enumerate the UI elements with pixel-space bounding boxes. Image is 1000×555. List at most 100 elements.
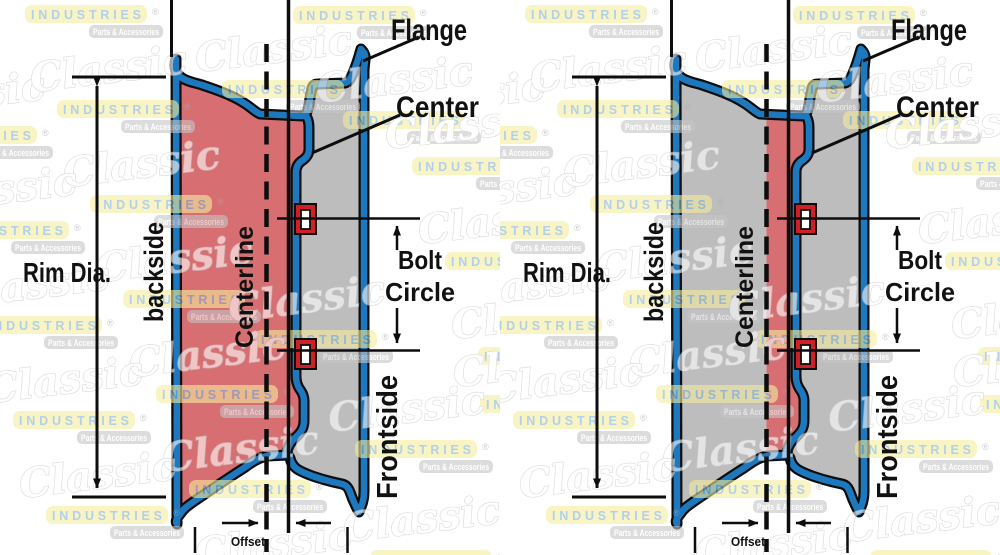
- watermark-industries-badge: [722, 80, 844, 98]
- watermark-industries-badge: [25, 5, 147, 23]
- watermark-industries-badge: [557, 100, 679, 118]
- watermark-tagline-badge: [621, 120, 695, 133]
- watermark-tagline-text: Parts & Accessories: [361, 28, 427, 38]
- watermark-tagline-badge: [976, 177, 1000, 190]
- watermark-tagline-text: Parts & Accessories: [581, 433, 647, 443]
- watermark-industries-text: INDUSTRIES: [0, 319, 96, 333]
- watermark-registered-mark: ®: [816, 482, 823, 492]
- centerline-label: Centerline: [231, 226, 259, 348]
- watermark-registered-mark: ®: [420, 8, 427, 18]
- dimension-lines: [572, 0, 920, 553]
- watermark-registered-mark: ®: [316, 482, 323, 492]
- watermark-tagline-text: Parts & Accessories: [593, 27, 659, 37]
- watermark-tagline-badge: [476, 177, 500, 190]
- watermark-registered-mark: ®: [652, 7, 659, 17]
- watermark-tagline-badge: [500, 146, 553, 159]
- center-disc-band: [283, 110, 313, 453]
- watermark-tagline-text: Parts & Accessories: [290, 102, 356, 112]
- watermark-industries-badge: [656, 385, 778, 403]
- watermark-industries-text: INDUSTRIES: [918, 160, 1000, 174]
- watermark-registered-mark: ®: [140, 413, 147, 423]
- watermark-tagline-badge: [220, 405, 294, 418]
- watermark-registered-mark: ®: [640, 413, 647, 423]
- watermark-industries-text: INDUSTRIES: [951, 255, 1000, 269]
- watermark-industries-badge: [480, 395, 500, 413]
- watermark-tagline-text: Parts & Accessories: [500, 148, 549, 158]
- watermark-industries-badge: [445, 252, 500, 270]
- rim-dia-label: Rim Dia.: [23, 257, 111, 288]
- watermark-industries-badge: [978, 347, 1000, 365]
- watermark-registered-mark: ®: [173, 508, 180, 518]
- watermark-tagline-badge: [610, 526, 684, 539]
- watermark-industries-badge: [156, 385, 278, 403]
- frontside-label: Frontside: [372, 375, 404, 499]
- watermark-tagline-text: Parts & Accessories: [81, 433, 147, 443]
- watermark-industries-badge: [623, 290, 745, 308]
- backside-label: backside: [139, 222, 169, 322]
- watermark-registered-mark: ®: [997, 552, 1000, 555]
- rim-dia-label: Rim Dia.: [523, 257, 611, 288]
- watermark-industries-badge: [500, 221, 569, 239]
- watermark-industries-badge: [189, 480, 311, 498]
- watermark-industries-badge: [0, 316, 102, 334]
- lug-slot-bottom: [300, 344, 311, 365]
- watermark-tagline-text: Parts & Accessories: [423, 462, 489, 472]
- bolt-label: Bolt: [398, 245, 442, 275]
- watermark-industries-badge: [689, 480, 811, 498]
- watermark-tagline-text: Parts & Accessories: [224, 407, 290, 417]
- watermark-tagline-badge: [511, 241, 585, 254]
- watermark-industries-badge: [123, 290, 245, 308]
- watermark-registered-mark: ®: [283, 387, 290, 397]
- watermark-industries-badge: [343, 111, 465, 129]
- watermark-classic-script: Classic: [225, 266, 387, 332]
- watermark-tagline-badge: [187, 310, 261, 323]
- watermark-industries-badge: [0, 126, 37, 144]
- watermark-industries-badge: [912, 157, 1000, 175]
- watermark-registered-mark: ®: [107, 318, 114, 328]
- watermark-industries-text: INDUSTRIES: [418, 160, 500, 174]
- flange-label: Flange: [891, 14, 967, 47]
- watermark-registered-mark: ®: [849, 82, 856, 92]
- watermark-industries-badge: [525, 5, 647, 23]
- watermark-registered-mark: ®: [152, 7, 159, 17]
- watermark-tagline-text: Parts & Accessories: [515, 243, 581, 253]
- watermark-industries-badge: [980, 395, 1000, 413]
- watermark-registered-mark: ®: [783, 387, 790, 397]
- watermark-tagline-text: Parts & Accessories: [823, 352, 889, 362]
- watermark-registered-mark: ®: [607, 318, 614, 328]
- watermark-tagline-badge: [819, 350, 893, 363]
- watermark-industries-badge: [870, 550, 992, 555]
- watermark-industries-badge: [793, 6, 915, 24]
- watermark-industries-badge: [843, 111, 965, 129]
- watermark-tagline-badge: [786, 100, 860, 113]
- watermark-tagline-badge: [110, 526, 184, 539]
- watermark-tagline-text: Parts & Accessories: [861, 28, 927, 38]
- watermark-industries-badge: [57, 100, 179, 118]
- watermark-registered-mark: ®: [882, 332, 889, 342]
- watermark-tagline-text: Parts & Accessories: [548, 338, 614, 348]
- flange-leader-line: [362, 35, 420, 63]
- watermark-tagline-text: Parts & Accessories: [724, 407, 790, 417]
- circle-label: Circle: [885, 277, 955, 307]
- watermark-industries-text: INDUSTRIES: [486, 398, 500, 412]
- watermark-industries-badge: [222, 80, 344, 98]
- watermark-industries-badge: [293, 6, 415, 24]
- watermark-registered-mark: ®: [217, 197, 224, 207]
- watermark-industries-badge: [355, 440, 477, 458]
- watermark-industries-badge: [855, 440, 977, 458]
- center-label: Center: [396, 91, 479, 124]
- center-label: Center: [896, 91, 979, 124]
- watermark-registered-mark: ®: [42, 128, 49, 138]
- watermark-industries-badge: [513, 411, 635, 429]
- watermark-tagline-badge: [121, 120, 195, 133]
- watermark-industries-badge: [500, 126, 537, 144]
- watermark-registered-mark: ®: [382, 332, 389, 342]
- watermark-registered-mark: ®: [482, 442, 489, 452]
- rim-barrel-band: [671, 45, 869, 528]
- watermark-tagline-badge: [589, 25, 663, 38]
- watermark-industries-badge: [546, 506, 668, 524]
- watermark-registered-mark: ®: [684, 102, 691, 112]
